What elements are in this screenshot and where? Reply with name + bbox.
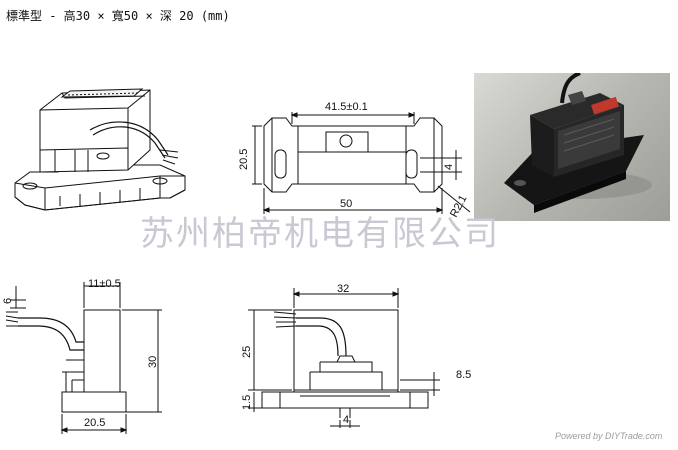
dim-front-bottom: 4 <box>343 414 349 426</box>
dim-front-right: 8.5 <box>456 369 471 381</box>
dim-height-left: 20.5 <box>238 149 250 170</box>
footer-credit: Powered by DIYTrade.com <box>555 431 663 441</box>
front-view <box>248 288 440 428</box>
dim-side-top: 11±0.5 <box>88 278 121 290</box>
top-view <box>252 112 471 214</box>
dim-side-height: 30 <box>147 356 159 368</box>
dim-front-top: 32 <box>337 283 349 295</box>
dim-side-wire: 6 <box>2 298 14 304</box>
company-watermark: 苏州柏帝机电有限公司 <box>140 214 500 254</box>
dim-base-width: 50 <box>340 198 352 210</box>
page-title: 標準型 - 高30 × 寬50 × 深 20 (mm) <box>6 9 230 23</box>
dim-side-base: 20.5 <box>84 417 105 429</box>
dim-front-base: 1.5 <box>241 395 253 410</box>
product-photo <box>474 73 670 221</box>
dim-top-width: 41.5±0.1 <box>325 101 368 113</box>
side-view <box>5 282 162 434</box>
dim-front-height: 25 <box>241 346 253 358</box>
isometric-view <box>14 88 186 211</box>
dim-slot: 4 <box>443 164 455 170</box>
